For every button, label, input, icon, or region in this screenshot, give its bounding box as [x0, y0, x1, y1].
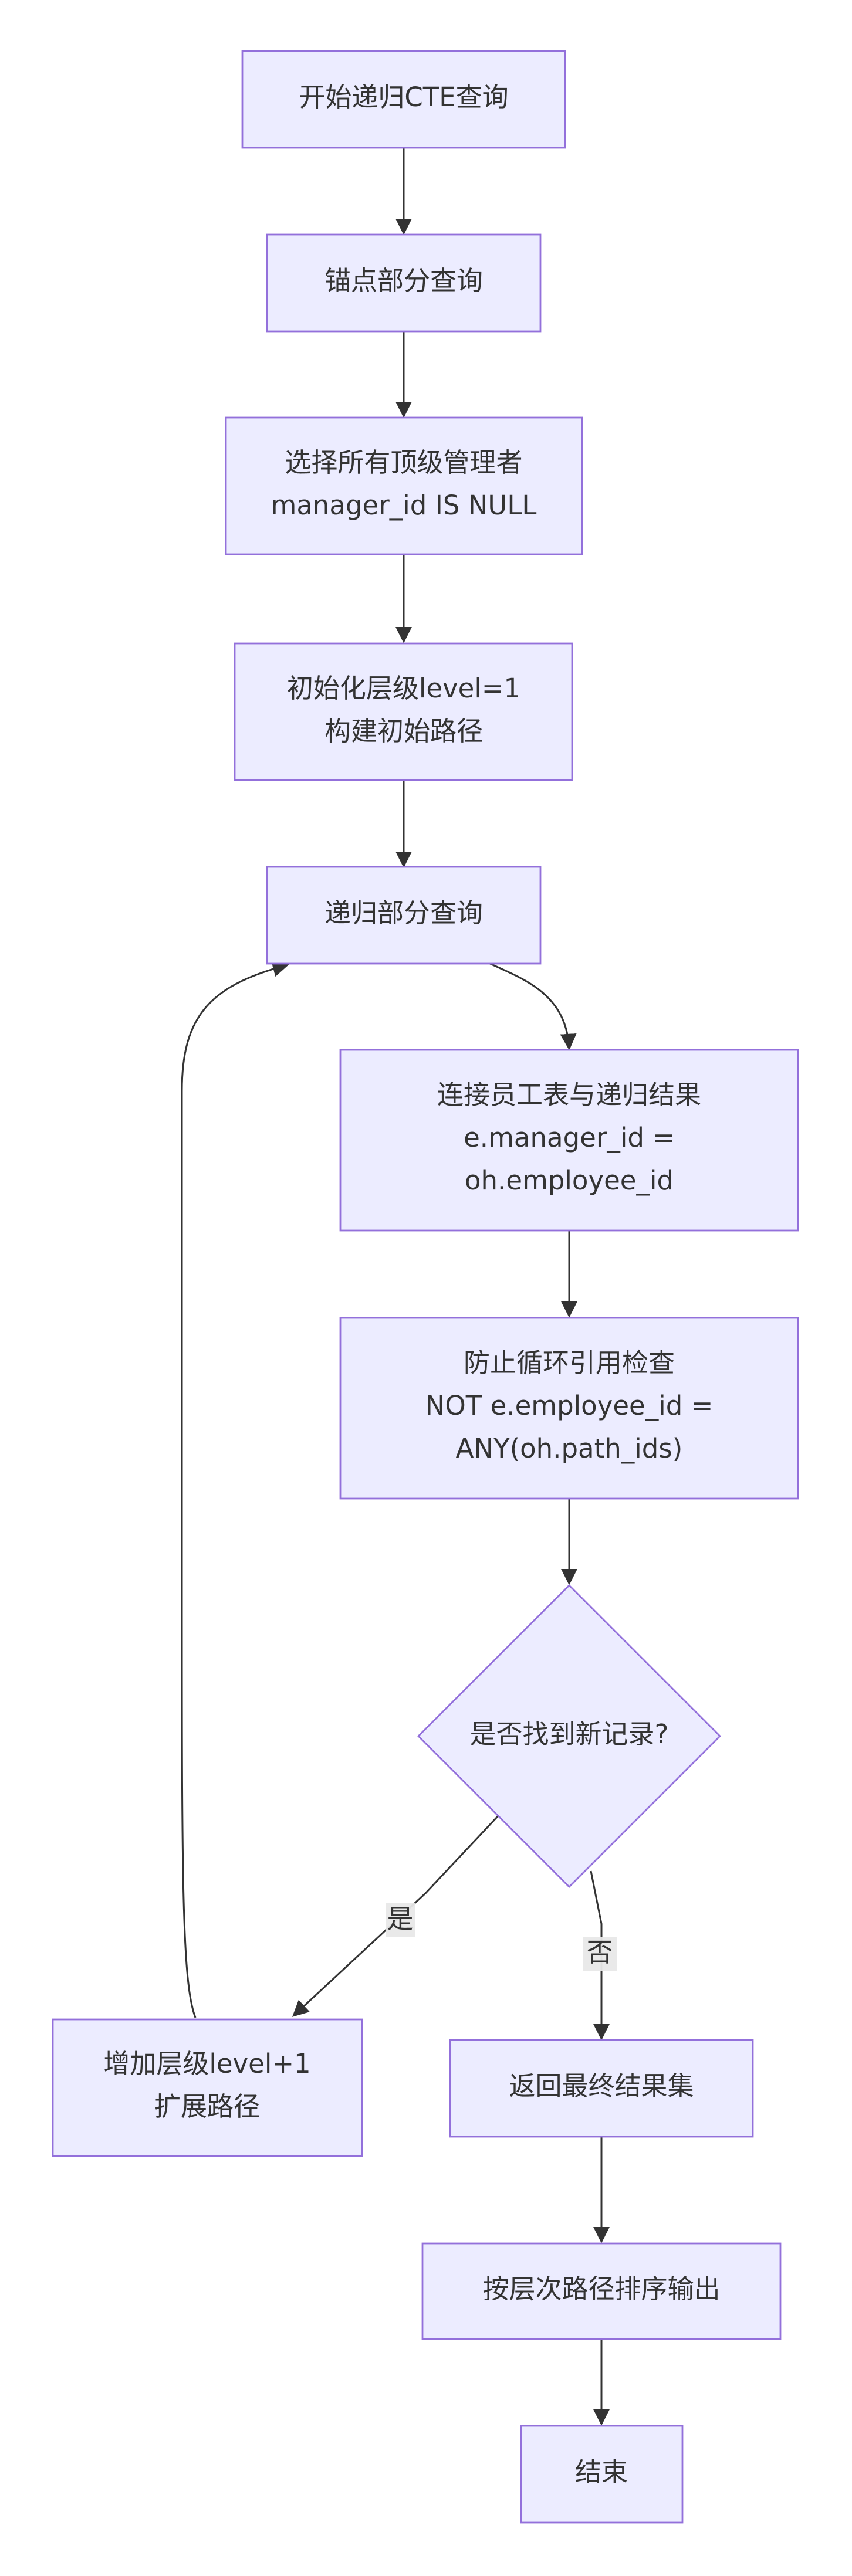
node-start-line-1: 开始递归CTE查询 [299, 82, 508, 113]
edge-label-yes-text: 是 [387, 1903, 413, 1934]
node-sort-output-line-1: 按层次路径排序输出 [482, 2273, 720, 2304]
node-increment-line-2: 扩展路径 [154, 2091, 260, 2122]
node-cycle-check-line-2: NOT e.employee_id = [425, 1390, 714, 1421]
edge-recursive-to-join [489, 962, 577, 1050]
edges [181, 148, 610, 2426]
node-anchor: 锚点部分查询 [266, 233, 542, 333]
node-init-level-line-2: 构建初始路径 [324, 716, 483, 747]
node-return-result-line-1: 返回最终结果集 [509, 2070, 694, 2102]
node-join-line-1: 连接员工表与递归结果 [437, 1079, 701, 1110]
node-join: 连接员工表与递归结果 e.manager_id = oh.employee_id [339, 1049, 799, 1232]
node-end: 结束 [520, 2425, 684, 2524]
node-increment: 增加层级level+1 扩展路径 [52, 2018, 363, 2157]
node-join-line-2: e.manager_id = [464, 1122, 675, 1153]
node-join-line-3: oh.employee_id [465, 1165, 674, 1196]
node-cycle-check-line-3: ANY(oh.path_ids) [456, 1433, 683, 1464]
node-recursive: 递归部分查询 [266, 866, 542, 965]
node-select-top-line-1: 选择所有顶级管理者 [285, 447, 522, 478]
edge-label-yes: 是 [386, 1903, 415, 1937]
node-recursive-line-1: 递归部分查询 [324, 897, 483, 928]
edge-increment-to-recursive [181, 961, 289, 2018]
node-increment-line-1: 增加层级level+1 [103, 2048, 310, 2079]
node-decision-line-1: 是否找到新记录? [470, 1719, 669, 1750]
node-decision: 是否找到新记录? [417, 1584, 721, 1888]
node-end-line-1: 结束 [575, 2456, 628, 2487]
node-select-top: 选择所有顶级管理者 manager_id IS NULL [225, 416, 583, 555]
node-cycle-check-line-1: 防止循环引用检查 [464, 1347, 675, 1378]
node-cycle-check: 防止循环引用检查 NOT e.employee_id = ANY(oh.path… [339, 1317, 799, 1500]
node-anchor-line-1: 锚点部分查询 [324, 265, 483, 296]
edge-decision-to-increment [292, 1815, 499, 2017]
node-init-level: 初始化层级level=1 构建初始路径 [234, 642, 573, 781]
edge-label-no-text: 否 [586, 1937, 613, 1968]
edge-label-no: 否 [583, 1937, 617, 1971]
node-sort-output: 按层次路径排序输出 [421, 2242, 782, 2340]
node-select-top-line-2: manager_id IS NULL [271, 490, 536, 521]
edge-decision-to-return-result [590, 1870, 610, 2041]
node-start: 开始递归CTE查询 [241, 50, 566, 149]
node-return-result: 返回最终结果集 [449, 2039, 754, 2138]
node-init-level-line-1: 初始化层级level=1 [287, 673, 520, 704]
